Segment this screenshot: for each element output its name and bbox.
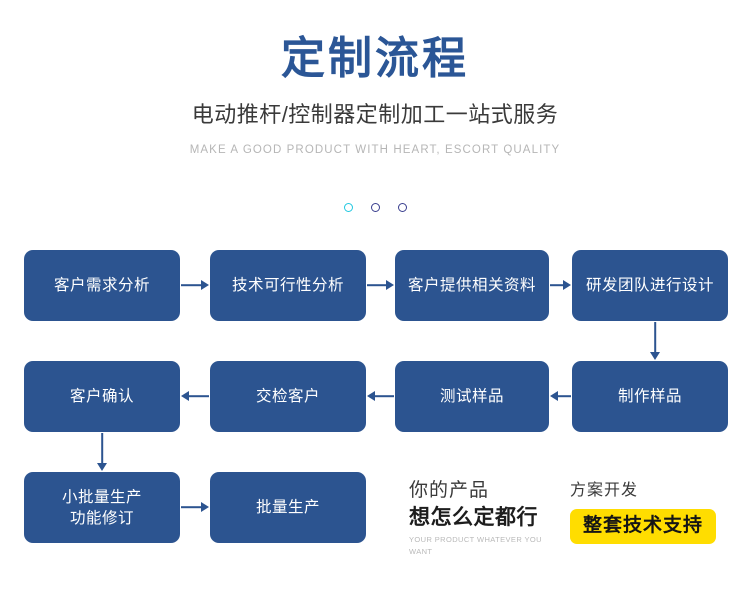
flow-node-label: 小批量生产 功能修订 <box>61 488 142 527</box>
arrow-right-r3-1-2 <box>181 500 209 514</box>
flow-node-r2c4: 制作样品 <box>572 361 728 432</box>
flow-node-r2c1: 客户确认 <box>24 361 180 432</box>
slogan-support-label: 方案开发 <box>570 482 639 499</box>
arrow-right-r1-3-4 <box>550 278 571 292</box>
arrow-left-r2-3-2 <box>367 389 394 403</box>
flow-node-r1c4: 研发团队进行设计 <box>572 250 728 321</box>
flow-node-r1c1: 客户需求分析 <box>24 250 180 321</box>
flow-node-r2c3: 测试样品 <box>395 361 549 432</box>
decorative-dots <box>0 203 750 212</box>
flow-node-label: 客户需求分析 <box>53 277 150 294</box>
page-tagline: MAKE A GOOD PRODUCT WITH HEART, ESCORT Q… <box>189 144 561 156</box>
flow-node-label: 客户提供相关资料 <box>407 277 536 294</box>
flow-node-label: 技术可行性分析 <box>231 277 344 294</box>
flow-node-label: 测试样品 <box>439 388 504 405</box>
arrow-left-r2-2-1 <box>181 389 209 403</box>
flow-node-label: 批量生产 <box>255 499 320 516</box>
slogan-product-english: YOUR PRODUCT WHATEVER YOU WANT <box>409 535 542 556</box>
flow-node-r3c2: 批量生产 <box>210 472 366 543</box>
flow-node-r1c2: 技术可行性分析 <box>210 250 366 321</box>
arrow-down-r2c1-r3c1 <box>88 433 116 471</box>
slogan-product-line2: 想怎么定都行 <box>409 506 538 529</box>
flow-node-label: 客户确认 <box>69 388 134 405</box>
page-subtitle: 电动推杆/控制器定制加工一站式服务 <box>191 102 559 127</box>
arrow-right-r1-2-3 <box>367 278 394 292</box>
page-title: 定制流程 <box>281 34 469 83</box>
dot-2-icon <box>370 203 380 212</box>
flow-node-r3c1: 小批量生产 功能修订 <box>24 472 180 543</box>
arrow-right-r1-1-2 <box>181 278 209 292</box>
flow-node-label: 交检客户 <box>255 388 320 405</box>
slogan-product: 你的产品 想怎么定都行 YOUR PRODUCT WHATEVER YOU WA… <box>409 478 559 558</box>
dot-1-icon <box>343 203 353 212</box>
page-header: 定制流程 电动推杆/控制器定制加工一站式服务 MAKE A GOOD PRODU… <box>0 0 750 158</box>
flow-node-label: 研发团队进行设计 <box>585 277 714 294</box>
arrow-down-r1c4-r2c4 <box>641 322 669 360</box>
slogan-support: 方案开发 整套技术支持 <box>570 480 735 544</box>
dot-3-icon <box>397 203 407 212</box>
flow-node-label: 制作样品 <box>617 388 682 405</box>
flow-node-r2c2: 交检客户 <box>210 361 366 432</box>
arrow-left-r2-4-3 <box>550 389 571 403</box>
flow-node-r1c3: 客户提供相关资料 <box>395 250 549 321</box>
slogan-product-line1: 你的产品 <box>409 480 490 501</box>
support-badge: 整套技术支持 <box>570 509 717 544</box>
